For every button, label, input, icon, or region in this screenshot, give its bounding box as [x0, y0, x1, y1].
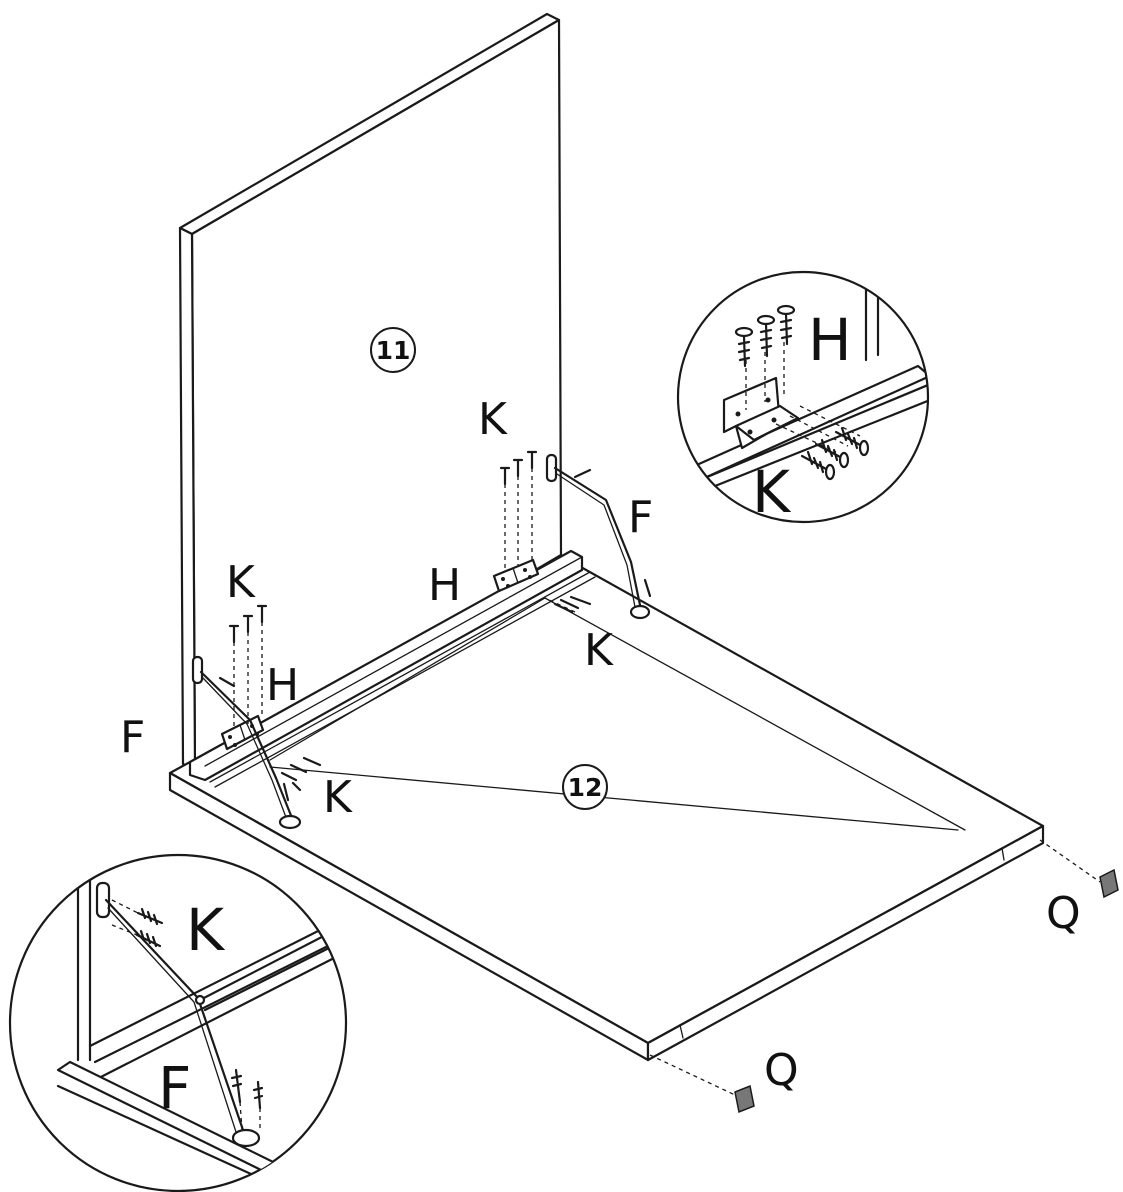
label-q-right: Q — [1046, 888, 1081, 939]
label-f-right: F — [628, 492, 653, 543]
hinge-right — [492, 450, 540, 593]
back-panel-11 — [178, 12, 563, 772]
stay-right — [544, 453, 652, 620]
detail-label-h: H — [808, 306, 852, 374]
pad-right — [1039, 839, 1119, 899]
screw-detail-2 — [756, 314, 776, 358]
detail-hinge: H K — [676, 270, 930, 526]
pad-front — [649, 1054, 755, 1114]
stay-left — [191, 655, 322, 830]
screw-detail-4 — [800, 450, 836, 481]
svg-text:12: 12 — [568, 773, 603, 802]
detail-label-k: K — [186, 896, 226, 964]
label-f-left: F — [120, 712, 145, 763]
screw-detail-5 — [814, 438, 850, 469]
detail-label-f: F — [158, 1054, 191, 1122]
label-h-right: H — [428, 560, 461, 611]
label-q-front: Q — [764, 1045, 799, 1096]
svg-text:11: 11 — [376, 336, 411, 365]
label-k-top: K — [478, 394, 508, 445]
label-k-bottom: K — [323, 772, 353, 823]
part-number-11: 11 — [370, 327, 416, 373]
label-k-left: K — [226, 557, 256, 608]
screw-detail-6 — [834, 426, 870, 457]
detail-label-k: K — [752, 458, 792, 526]
screw-detail-1 — [734, 326, 754, 368]
screw-detail-3 — [776, 304, 796, 346]
label-k-right: K — [584, 625, 614, 676]
label-h-left: H — [266, 660, 299, 711]
base-panel-12 — [168, 549, 1045, 1062]
detail-stay: K F — [8, 853, 348, 1192]
part-number-12: 12 — [562, 764, 608, 810]
